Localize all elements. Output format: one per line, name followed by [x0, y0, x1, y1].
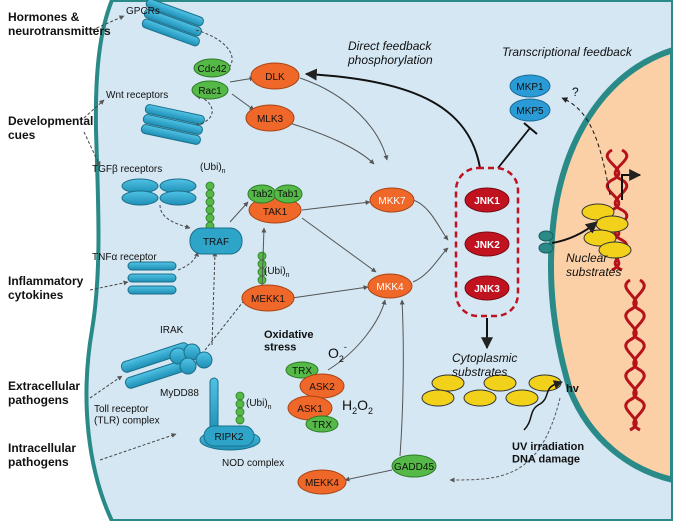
irak-label: IRAK [160, 325, 184, 336]
ubiquitin-chain-ripk2 [235, 391, 245, 425]
direct-feedback-arrow [304, 68, 481, 169]
ubi-label-mekk1: (Ubi)n [264, 266, 290, 279]
wnt-receptors-label: Wnt receptors [106, 90, 168, 101]
jnk-to-nuclear-arrow [551, 221, 598, 244]
jnk3-label: JNK3 [474, 284, 500, 295]
tgfb-receptor [121, 178, 197, 206]
cytoplasmic-substrate-cluster [421, 374, 562, 407]
mkp1-node: MKP1 [509, 74, 551, 98]
gpcrs-label: GPCRs [126, 6, 160, 17]
transcriptional-feedback-arrow [561, 97, 611, 196]
mkk7-node: MKK7 [369, 187, 415, 213]
ubiquitin-chain-mekk1 [257, 251, 267, 285]
ask-complex: TRX ASK2 ASK1 TRX [285, 361, 345, 433]
nuclear-pore [538, 230, 554, 254]
jnk1-label: JNK1 [474, 196, 500, 207]
tlr-receptor-complex [120, 342, 213, 389]
mlk3-node: MLK3 [245, 104, 295, 132]
ask2-label: ASK2 [309, 382, 335, 393]
myd88-label: MyDD88 [160, 388, 199, 399]
ask1-label: ASK1 [297, 404, 323, 415]
mkp5-node: MKP5 [509, 98, 551, 122]
tak1-complex: Tab2 Tab1 TAK1 [247, 184, 303, 224]
mekk1-node: MEKK1 [241, 284, 295, 312]
mekk1-label: MEKK1 [251, 294, 285, 305]
dna-helix-lower [624, 278, 646, 432]
mkp-inhibition-line [497, 127, 531, 169]
jnk-complex-box [454, 166, 520, 318]
nod-complex-label: NOD complex [222, 458, 284, 469]
trx-top-label: TRX [292, 366, 312, 377]
tab2-label: Tab2 [251, 189, 273, 200]
traf-label: TRAF [203, 237, 229, 248]
cdc42-node: Cdc42 [193, 58, 231, 78]
gadd45-label: GADD45 [394, 462, 434, 473]
tak1-label: TAK1 [263, 207, 288, 218]
mekk4-label: MEKK4 [305, 478, 339, 489]
mkp-inhibition-bar [523, 122, 538, 135]
transcriptional-feedback-label: Transcriptional feedback [502, 45, 633, 59]
o2-label: O2- [328, 342, 347, 364]
mkk7-label: MKK7 [378, 196, 406, 207]
transcription-arrow [621, 169, 642, 200]
dlk-node: DLK [250, 62, 300, 90]
cdc42-label: Cdc42 [198, 64, 227, 75]
gpcr-receptor [141, 0, 204, 47]
tlr-complex-label: Toll receptor(TLR) complex [94, 404, 160, 427]
stimulus-hormones: Hormones &neurotransmitters [8, 10, 111, 38]
question-mark: ? [572, 85, 579, 99]
rac1-label: Rac1 [198, 86, 222, 97]
ripk2-node: RIPK2 [203, 425, 255, 447]
tab1-label: Tab1 [277, 189, 299, 200]
mekk4-node: MEKK4 [297, 469, 347, 495]
hv-label: hv [566, 383, 580, 395]
jnk2-label: JNK2 [474, 240, 500, 251]
jnk1-node: JNK1 [464, 187, 510, 213]
traf-node: TRAF [189, 227, 243, 255]
rac1-node: Rac1 [191, 80, 229, 100]
mkp1-label: MKP1 [516, 82, 544, 93]
mlk3-label: MLK3 [257, 114, 284, 125]
trx-bottom-label: TRX [312, 420, 332, 431]
dlk-label: DLK [265, 72, 285, 83]
signaling-arrows [229, 76, 561, 483]
uv-wave-arrow [523, 380, 563, 431]
tnfa-receptor [127, 261, 177, 295]
jnk2-node: JNK2 [464, 231, 510, 257]
tnfa-receptor-label: TNFα receptor [92, 252, 157, 263]
h2o2-label: H2O2 [342, 397, 373, 416]
ripk2-label: RIPK2 [215, 432, 244, 443]
tgfb-receptors-label: TGFβ receptors [92, 164, 162, 175]
ubi-label-ripk2: (Ubi)n [246, 398, 272, 411]
jnk3-node: JNK3 [464, 275, 510, 301]
ubi-label-traf: (Ubi)n [200, 162, 226, 175]
mkk4-node: MKK4 [367, 273, 413, 299]
gadd45-node: GADD45 [391, 454, 437, 478]
nuclear-substrate-cluster [581, 203, 632, 259]
mkp5-label: MKP5 [516, 106, 544, 117]
mkk4-label: MKK4 [376, 282, 404, 293]
wnt-receptor [140, 104, 205, 145]
